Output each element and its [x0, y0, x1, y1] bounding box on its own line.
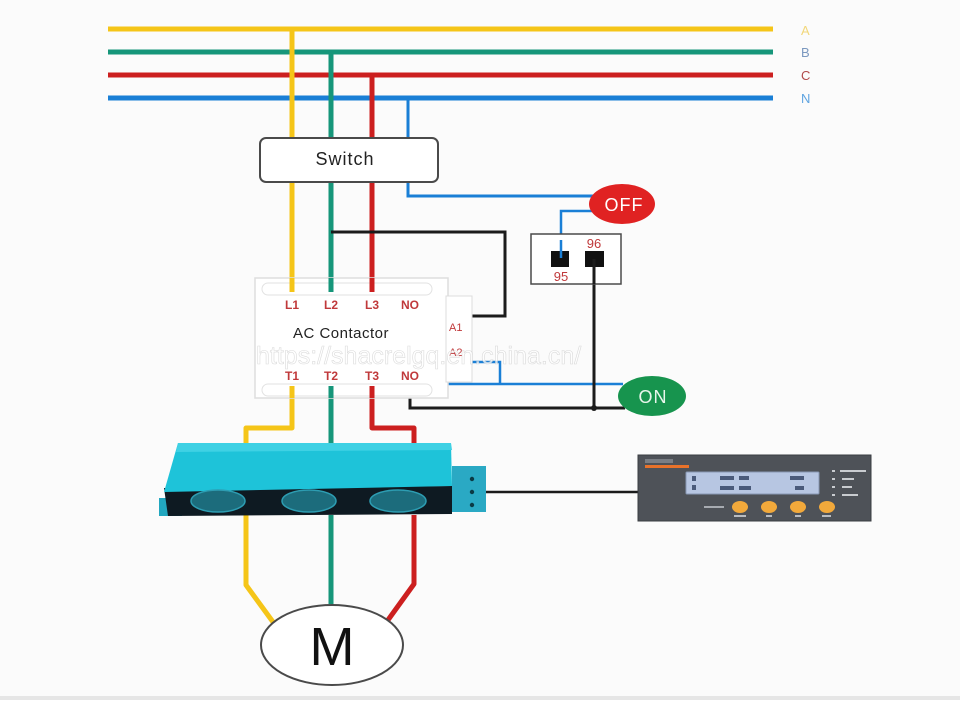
relay-lcd-screen [685, 471, 820, 495]
ct-top-highlight [176, 443, 452, 452]
terminal-95-block [551, 251, 569, 267]
terminal-a1: A1 [449, 322, 462, 334]
relay-brand-mark [645, 459, 673, 463]
relay-key-3[interactable] [790, 501, 806, 513]
switch-box[interactable]: Switch [259, 137, 439, 183]
bus-label-a: A [801, 23, 810, 38]
terminal-t3: T3 [365, 369, 379, 383]
off-button-label: OFF [605, 195, 644, 215]
terminal-no-bottom: NO [401, 369, 419, 383]
contactor-top-rail [261, 282, 433, 296]
ac-contactor[interactable]: L1 L2 L3 NO T1 T2 T3 NO A1 A2 AC Contact… [254, 277, 473, 399]
relay-lcd-content [692, 476, 804, 490]
ct-window-1 [190, 489, 246, 513]
wire-a2-to-on [460, 360, 502, 384]
wire-b-to-a1 [331, 230, 507, 318]
wire-phase-a-lower [243, 388, 295, 445]
relay-key-1[interactable] [732, 501, 748, 513]
terminal-95-label: 95 [554, 269, 568, 284]
relay-key-2[interactable] [761, 501, 777, 513]
motor-label: M [310, 617, 355, 677]
terminal-t1: T1 [285, 369, 299, 383]
on-button-label: ON [639, 387, 668, 407]
bus-lines [108, 26, 773, 101]
contactor-bottom-rail [261, 383, 433, 397]
overload-contact[interactable]: 95 96 [530, 233, 622, 285]
bus-label-c: C [801, 68, 810, 83]
ct-top-cover [164, 443, 452, 492]
relay-key-4[interactable] [819, 501, 835, 513]
off-button[interactable]: OFF [589, 184, 655, 224]
ct-window-2 [281, 489, 337, 513]
junction-dot [591, 405, 597, 411]
contactor-body [254, 277, 449, 399]
terminal-a2: A2 [449, 347, 462, 359]
ct-window-3 [369, 489, 427, 513]
motor[interactable]: M [260, 604, 404, 686]
bus-labels: A B C N [801, 23, 810, 106]
ct-mount-bracket-right [452, 466, 486, 512]
relay-orange-strip [645, 465, 689, 468]
terminal-t2: T2 [324, 369, 338, 383]
terminal-96-label: 96 [587, 236, 601, 251]
terminal-l1: L1 [285, 298, 299, 312]
wire-phase-a-motor [243, 515, 276, 624]
terminal-l2: L2 [324, 298, 338, 312]
bus-label-b: B [801, 45, 810, 60]
bus-label-n: N [801, 91, 810, 106]
contactor-label: AC Contactor [293, 325, 389, 342]
terminal-no-top: NO [401, 298, 419, 312]
switch-label: Switch [315, 149, 374, 169]
relay-indicators [832, 470, 866, 496]
wire-neutral-to-off [406, 98, 595, 198]
watermark-text: https://shacrelgq.en.china.cn/ [256, 342, 581, 370]
wire-phase-c-motor [385, 515, 417, 622]
contactor-coil-panel [445, 295, 473, 383]
current-transformer[interactable] [159, 443, 486, 516]
relay-key-label [704, 506, 724, 508]
terminal-l3: L3 [365, 298, 379, 312]
on-button[interactable]: ON [618, 376, 686, 416]
protection-relay[interactable] [637, 454, 872, 522]
bottom-border [0, 696, 960, 700]
wire-phase-c-lower [369, 388, 417, 445]
